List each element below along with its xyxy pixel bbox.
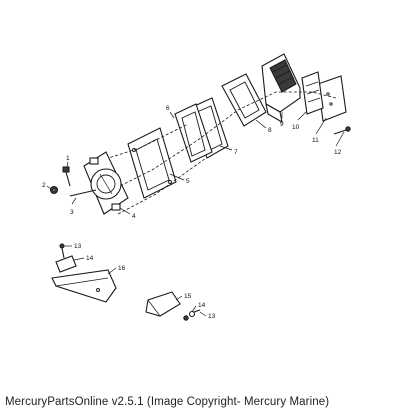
callout-labels: 1 2 3 4 5 6 7 8 9 10 11 12 13 14 16 15 1… [42,105,342,320]
part-4-throttle-body[interactable] [83,151,129,215]
callout-14-lower: 14 [198,302,206,309]
callout-13-lower: 13 [208,313,216,320]
assembly-centerlines [95,91,337,215]
part-13-14-upper-fasteners[interactable] [55,243,77,273]
callout-10: 10 [292,124,300,131]
callout-15: 15 [184,293,192,300]
part-1-bolt[interactable] [62,166,71,187]
part-2-nut[interactable] [50,186,58,194]
callout-13-upper: 13 [74,243,82,250]
part-12-screw[interactable] [333,126,351,135]
callout-14-upper: 14 [86,255,94,262]
callout-7: 7 [234,149,238,156]
exploded-parts-diagram: 1 2 3 4 5 6 7 8 9 10 11 12 13 14 16 15 1… [42,53,351,321]
copyright-caption: MercuryPartsOnline v2.5.1 (Image Copyrig… [5,396,330,408]
part-5-intake-plate[interactable] [127,127,177,199]
callout-9: 9 [280,121,284,128]
callout-12: 12 [334,149,342,156]
callout-3: 3 [70,209,74,216]
callout-5: 5 [186,178,190,185]
part-13-14-lower-fasteners[interactable] [183,309,201,321]
callout-leaders [46,111,345,317]
part-16-bracket[interactable] [51,269,117,303]
callout-8: 8 [268,127,272,134]
part-15-lower-bracket[interactable] [145,291,181,317]
part-6-seal[interactable] [174,103,213,163]
part-8-gasket[interactable] [221,73,267,127]
callout-16: 16 [118,265,126,272]
callout-11: 11 [312,137,319,144]
callout-2: 2 [42,182,46,189]
part-9-reed-block[interactable] [261,53,301,124]
part-3-shaft[interactable] [69,189,97,197]
callout-4: 4 [132,213,136,220]
callout-6: 6 [166,105,170,112]
callout-1: 1 [66,155,70,162]
part-10-reed-petals[interactable] [301,71,324,115]
